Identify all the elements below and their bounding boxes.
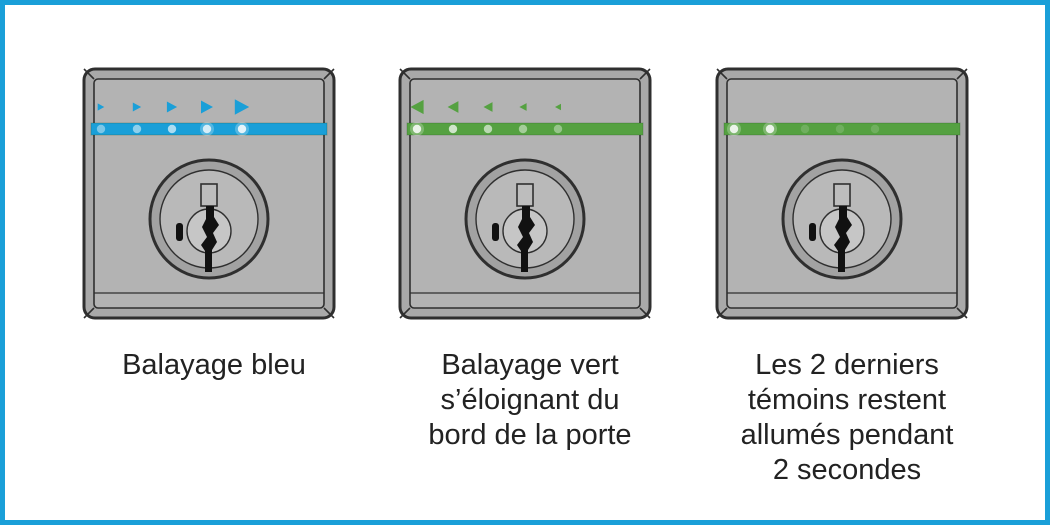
- sweep-arrow-right-icon: [201, 100, 213, 114]
- led-glow: [727, 122, 741, 136]
- caption-green-sweep: Balayage vert s’éloignant du bord de la …: [428, 349, 632, 451]
- led-light-bar: [406, 122, 644, 136]
- sweep-arrow-left-icon: [447, 101, 459, 113]
- bevel-line: [639, 68, 651, 80]
- keyway-slot: [834, 206, 852, 272]
- keypad-lock-blue-sweep: [82, 67, 336, 320]
- led-indicator: [96, 124, 106, 134]
- led-indicator: [729, 124, 739, 134]
- led-indicator: [167, 124, 177, 134]
- sweep-arrow-right-icon: [97, 103, 105, 111]
- bevel-line: [716, 307, 728, 319]
- led-indicator: [237, 124, 247, 134]
- bevel-line: [83, 307, 95, 319]
- bevel-line: [639, 307, 651, 319]
- led-indicator: [132, 124, 142, 134]
- bevel-line: [956, 68, 968, 80]
- led-glow: [200, 122, 214, 136]
- bevel-line: [956, 307, 968, 319]
- led-indicator: [202, 124, 212, 134]
- sweep-arrow-left-icon: [483, 102, 493, 112]
- keyway-slot: [517, 206, 535, 272]
- caption-green-hold: Les 2 derniers témoins restent allumés p…: [740, 349, 954, 486]
- led-indicator: [835, 124, 845, 134]
- led-indicator: [553, 124, 563, 134]
- sweep-arrow-right-icon: [132, 102, 142, 112]
- bevel-line: [323, 307, 335, 319]
- led-indicator: [765, 124, 775, 134]
- pin-window: [516, 183, 534, 207]
- bevel-line: [399, 68, 411, 80]
- sweep-arrow-left-icon: [555, 103, 561, 111]
- lock-illustration-3: [715, 67, 969, 320]
- led-indicator: [870, 124, 880, 134]
- led-light-bar: [723, 122, 961, 136]
- led-glow: [763, 122, 777, 136]
- keyway-slot: [201, 206, 219, 272]
- led-indicator: [412, 124, 422, 134]
- led-indicator: [518, 124, 528, 134]
- bevel-line: [716, 68, 728, 80]
- sweep-arrow-left-icon: [519, 103, 527, 111]
- led-glow: [410, 122, 424, 136]
- pin-window: [200, 183, 218, 207]
- led-indicator: [448, 124, 458, 134]
- bevel-line: [83, 68, 95, 80]
- pin-window: [833, 183, 851, 207]
- keypad-lock-green-sweep: [398, 67, 652, 320]
- keyway-notch: [176, 223, 183, 241]
- lock-illustration-1: [82, 67, 336, 320]
- bevel-line: [323, 68, 335, 80]
- lock-illustration-2: [398, 67, 652, 320]
- led-indicator: [483, 124, 493, 134]
- sweep-arrow-left-icon: [410, 99, 424, 115]
- keyway-notch: [492, 223, 499, 241]
- keyway-notch: [809, 223, 816, 241]
- led-glow: [235, 122, 249, 136]
- sweep-arrow-right-icon: [166, 101, 178, 113]
- caption-blue-sweep: Balayage bleu: [122, 349, 306, 381]
- bevel-line: [399, 307, 411, 319]
- keypad-lock-green-hold: [715, 67, 969, 320]
- led-indicator: [800, 124, 810, 134]
- sweep-arrow-right-icon: [234, 99, 250, 115]
